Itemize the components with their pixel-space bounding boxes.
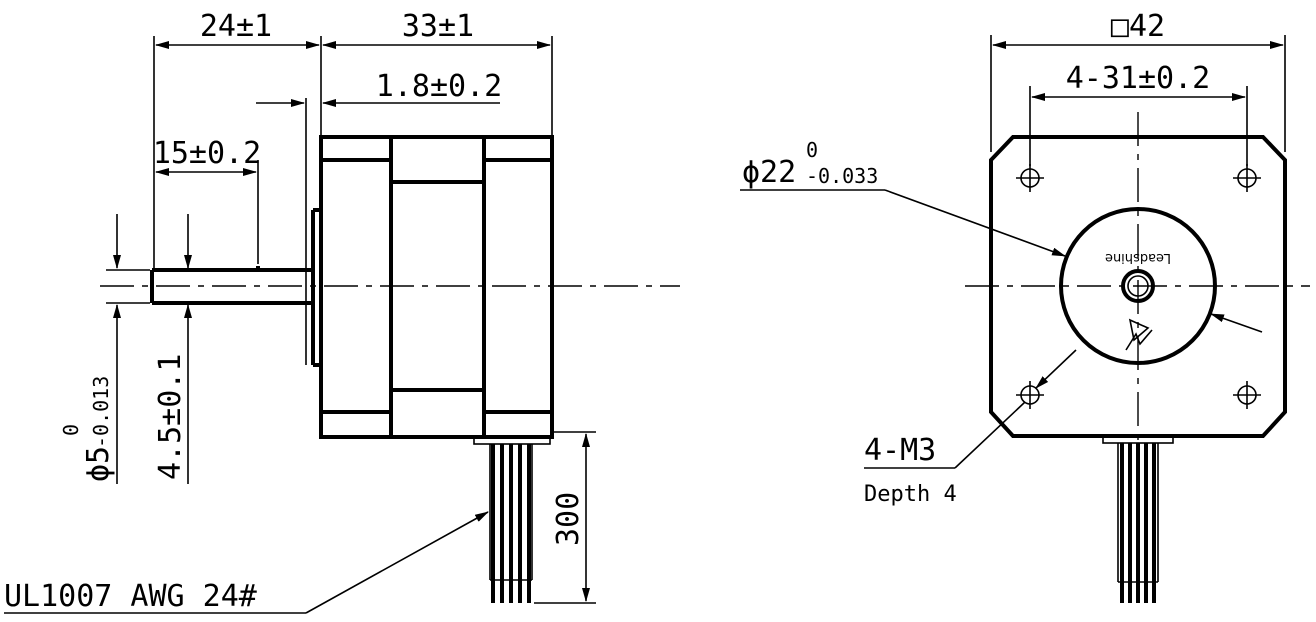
side-view: 24±1 33±1 1.8±0.2 15±0.2	[4, 9, 680, 614]
dim-flat-length: 15±0.2	[153, 136, 261, 264]
logo-emblem	[1125, 318, 1153, 351]
label-boss-diameter-upper: 0	[806, 138, 818, 162]
label-body-length: 33±1	[402, 9, 474, 44]
label-shaft-diameter-upper: 0	[59, 424, 83, 436]
label-thread-spec: 4-M3	[864, 433, 936, 468]
brand-logo: Leadshine	[1105, 250, 1171, 265]
label-thread-depth: Depth 4	[864, 482, 957, 507]
label-flange-thickness: 1.8±0.2	[376, 69, 502, 104]
label-shaft-diameter-lower: -0.013	[89, 376, 113, 448]
label-flat-length: 15±0.2	[153, 136, 261, 171]
front-view: Leadshine □42	[740, 9, 1310, 603]
flange-side	[305, 98, 321, 367]
label-frame-size: □42	[1111, 9, 1165, 44]
dim-boss-diameter: ϕ22 0 -0.033	[740, 138, 1263, 333]
shaft-side	[150, 266, 313, 305]
dim-flange-thickness: 1.8±0.2	[256, 69, 502, 107]
dim-flat-depth: 4.5±0.1	[153, 214, 192, 484]
label-flat-depth: 4.5±0.1	[153, 354, 188, 480]
lead-wires-side	[473, 436, 551, 603]
wire-spec-callout: UL1007 AWG 24#	[4, 511, 489, 614]
label-lead-length: 300	[551, 492, 586, 546]
label-boss-diameter: ϕ22	[742, 155, 796, 190]
shaft-circle-inner	[1127, 275, 1149, 297]
lead-wires-front	[1102, 435, 1174, 603]
dim-lead-length: 300	[534, 431, 596, 604]
dim-frame-size: □42	[990, 9, 1286, 152]
label-boss-diameter-lower: -0.033	[806, 164, 878, 188]
motor-body-side	[319, 135, 554, 439]
label-wire-spec: UL1007 AWG 24#	[4, 579, 257, 614]
motor-face-front	[989, 135, 1287, 438]
dim-body-length: 33±1	[322, 9, 553, 135]
label-shaft-diameter: ϕ5	[81, 446, 116, 482]
boss-circle	[1059, 207, 1217, 365]
label-hole-spacing: 4-31±0.2	[1066, 61, 1211, 96]
mounting-holes	[1016, 164, 1261, 409]
shaft-circle-outer	[1121, 269, 1155, 303]
dim-shaft-diameter: ϕ5 0 -0.013	[59, 214, 150, 484]
dim-shaft-length: 24±1	[153, 9, 322, 268]
dim-hole-spacing: 4-31±0.2	[1029, 61, 1248, 166]
label-shaft-length: 24±1	[200, 9, 272, 44]
thread-callout: 4-M3 Depth 4	[864, 349, 1077, 507]
